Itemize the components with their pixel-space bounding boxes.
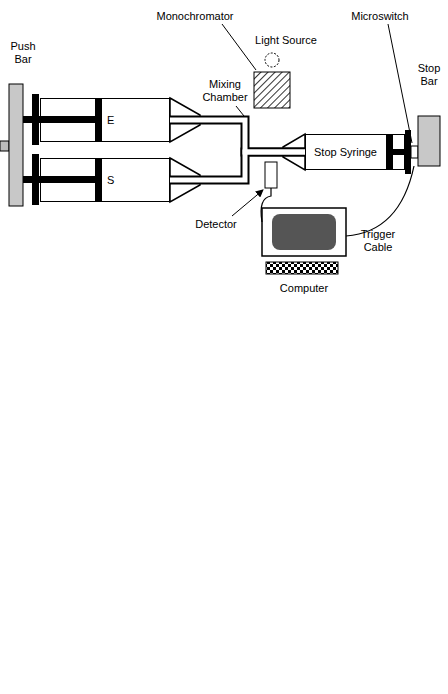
flow-tube <box>170 152 305 180</box>
part-label: Trigger Cable <box>350 228 406 254</box>
part-label: Microswitch <box>342 10 418 23</box>
leader-line <box>232 190 263 216</box>
flow-tube <box>170 120 305 152</box>
part-label: Computer <box>264 282 344 295</box>
part-label: Detector <box>186 218 246 231</box>
flow-tube <box>170 152 305 180</box>
detector <box>265 162 277 188</box>
syringe-barrel: S <box>40 158 170 202</box>
part-label: Mixing Chamber <box>196 78 254 104</box>
computer-keyboard <box>266 262 338 274</box>
leader-line <box>236 106 244 116</box>
computer-monitor <box>262 208 346 256</box>
syringe-plunger <box>23 94 102 145</box>
syringe-barrel: E <box>40 98 170 142</box>
syringe-label: E <box>107 114 114 126</box>
part-label: Monochromator <box>150 10 240 23</box>
computer-screen <box>272 214 336 250</box>
monochromator <box>254 72 290 108</box>
push-bar <box>0 141 9 151</box>
part-label: Light Source <box>246 34 326 47</box>
trigger-cable <box>346 166 414 236</box>
stop-syringe-barrel: Stop Syringe <box>305 134 405 170</box>
leader-line <box>222 24 256 70</box>
push-bar <box>9 84 23 206</box>
syringe-label: S <box>107 174 114 186</box>
light-source <box>265 53 279 67</box>
part-label: Push Bar <box>6 40 40 66</box>
part-label: Stop Bar <box>412 62 446 88</box>
flow-tube <box>170 120 305 152</box>
detector-cable <box>261 188 271 222</box>
stop-bar <box>418 116 440 166</box>
leader-line <box>388 24 412 143</box>
syringe-label: Stop Syringe <box>314 146 377 158</box>
microswitch <box>411 146 418 158</box>
syringe-plunger <box>23 154 102 205</box>
